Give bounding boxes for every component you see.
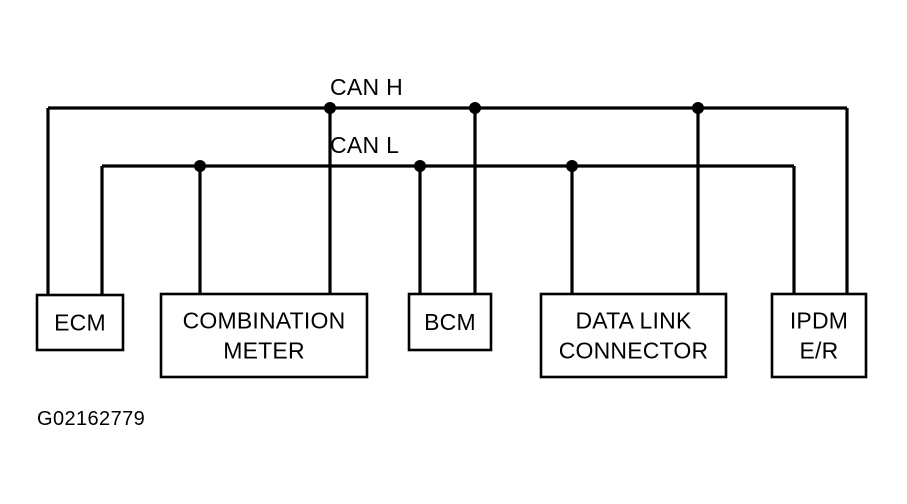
component-label-data-link-connector: CONNECTOR: [559, 338, 709, 364]
component-box-data-link-connector[interactable]: [539, 292, 728, 379]
component-box-ecm[interactable]: [35, 293, 125, 352]
text-labels-group: ECM COMBINATION METER BCM DATA LINK CONNECTOR…: [37, 74, 848, 430]
component-label-combination-meter: METER: [223, 338, 305, 364]
junction-dot-can-h: [324, 102, 336, 114]
component-label-combination-meter: COMBINATION: [183, 308, 346, 334]
drop-lines-group: [46, 108, 849, 295]
junction-dot-can-h: [692, 102, 704, 114]
component-label-ipdm-er: IPDM: [790, 308, 848, 334]
component-label-ecm: ECM: [54, 310, 106, 336]
junction-dot-can-l: [194, 160, 206, 172]
junction-dot-can-h: [469, 102, 481, 114]
component-label-bcm: BCM: [424, 309, 476, 335]
bus-label-can-h: CAN H: [330, 74, 403, 100]
component-boxes-group: [35, 292, 868, 379]
component-box-bcm[interactable]: [407, 292, 493, 352]
component-label-data-link-connector: DATA LINK: [576, 308, 692, 334]
junction-dot-can-l: [566, 160, 578, 172]
junction-dot-can-l: [414, 160, 426, 172]
component-box-combination-meter[interactable]: [159, 292, 369, 379]
junction-dots-group: [194, 102, 704, 172]
bus-label-can-l: CAN L: [330, 132, 399, 158]
diagram-caption: G02162779: [37, 408, 145, 430]
bus-lines-group: [48, 106, 847, 168]
component-box-ipdm-er[interactable]: [770, 292, 868, 379]
component-label-ipdm-er: E/R: [800, 338, 839, 364]
